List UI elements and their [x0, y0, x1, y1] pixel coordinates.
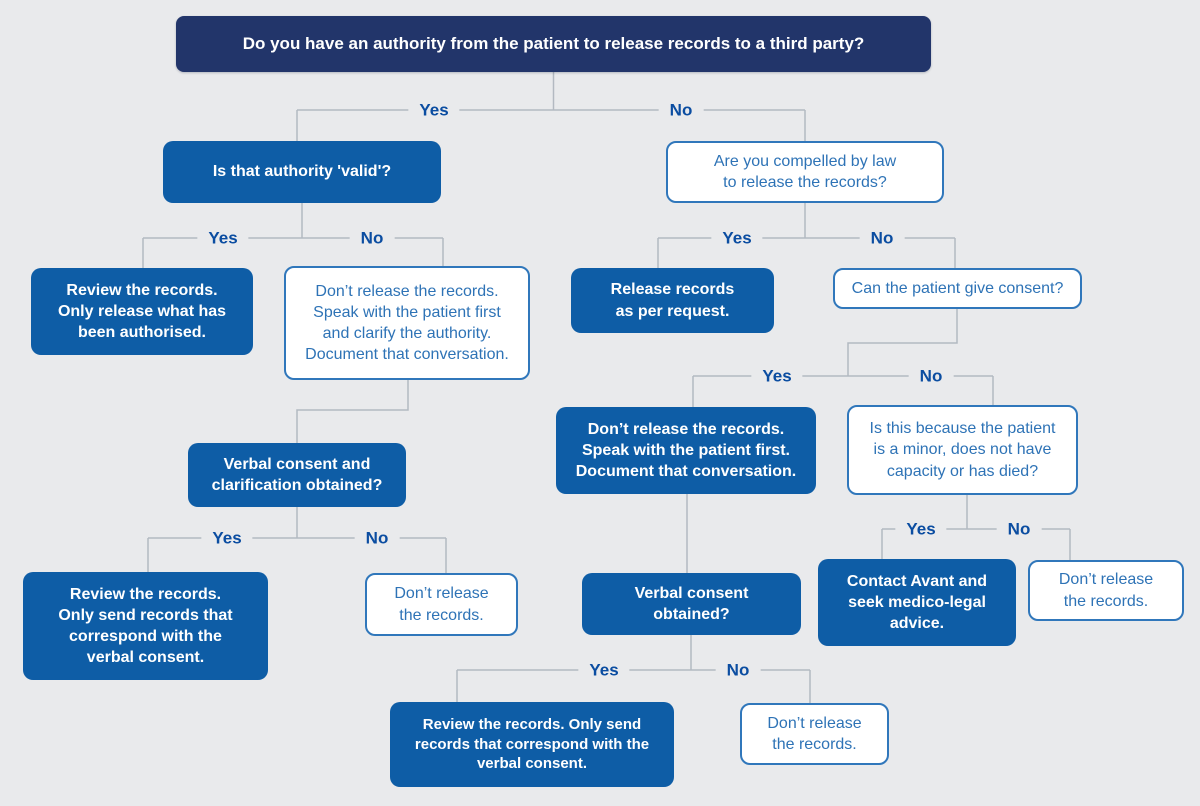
node-question-authority-valid: Is that authority 'valid'? [163, 141, 441, 203]
connector-verbal-clarification-split [147, 507, 447, 573]
connector-clarify-to-verbal-clarification [296, 380, 409, 443]
node-dont-release-speak-patient: Don’t release the records. Speak with th… [556, 407, 816, 494]
node-review-send-verbal-consent-bottom: Review the records. Only send records th… [390, 702, 674, 787]
node-question-verbal-consent-clarification: Verbal consent and clarification obtaine… [188, 443, 406, 507]
node-question-minor-capacity-died: Is this because the patient is a minor, … [847, 405, 1078, 495]
edge-label-yes: Yes [408, 99, 460, 121]
connector-minor-split [881, 495, 1071, 560]
edge-label-yes: Yes [895, 518, 947, 540]
edge-label-yes: Yes [197, 227, 249, 249]
edge-label-yes: Yes [201, 527, 253, 549]
edge-label-no: No [908, 365, 954, 387]
edge-label-yes: Yes [578, 659, 630, 681]
edge-label-no: No [349, 227, 395, 249]
node-contact-avant-advice: Contact Avant and seek medico-legal advi… [818, 559, 1016, 646]
node-question-authority: Do you have an authority from the patien… [176, 16, 931, 72]
edge-label-yes: Yes [751, 365, 803, 387]
node-question-patient-consent: Can the patient give consent? [833, 268, 1082, 309]
node-review-send-verbal-consent-left: Review the records. Only send records th… [23, 572, 268, 680]
node-question-compelled-by-law: Are you compelled by law to release the … [666, 141, 944, 203]
node-dont-release-clarify-authority: Don’t release the records. Speak with th… [284, 266, 530, 380]
edge-label-no: No [859, 227, 905, 249]
node-dont-release-1: Don’t release the records. [365, 573, 518, 636]
edge-label-no: No [715, 659, 761, 681]
connector-compelled-split [657, 203, 956, 268]
edge-label-no: No [658, 99, 704, 121]
node-dont-release-2: Don’t release the records. [1028, 560, 1184, 621]
node-review-release-authorised: Review the records. Only release what ha… [31, 268, 253, 355]
edge-label-no: No [354, 527, 400, 549]
node-release-as-per-request: Release records as per request. [571, 268, 774, 333]
connector-consent-split [692, 309, 994, 407]
node-question-verbal-consent: Verbal consent obtained? [582, 573, 801, 635]
edge-label-no: No [996, 518, 1042, 540]
connector-valid-split [142, 203, 444, 268]
edge-label-yes: Yes [711, 227, 763, 249]
connector-authority-split [296, 72, 806, 141]
node-dont-release-3: Don’t release the records. [740, 703, 889, 765]
connector-verbal-split [456, 635, 811, 703]
